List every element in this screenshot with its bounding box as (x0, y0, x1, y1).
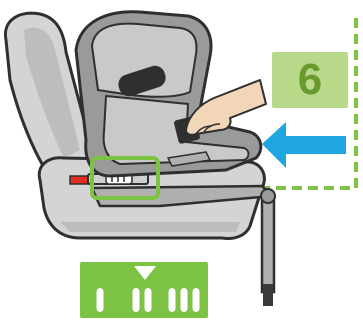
triangle-down-icon (134, 266, 156, 280)
indicator-bar (145, 288, 152, 312)
indicator-bar (181, 288, 188, 312)
indicator-bar (193, 288, 200, 312)
indicator-bar (97, 288, 104, 312)
indicator-bar (133, 288, 140, 312)
vehicle-seat-cushion-shade (60, 222, 240, 232)
support-leg-foot (263, 284, 273, 306)
indicator-bar (169, 288, 176, 312)
support-leg-joint (261, 189, 275, 203)
arrow-left-icon (262, 122, 346, 168)
support-leg (262, 196, 274, 292)
step-badge: 6 (272, 52, 348, 108)
indicator-svg (80, 262, 208, 318)
indicator-panel (80, 262, 208, 318)
step-number: 6 (298, 58, 322, 102)
